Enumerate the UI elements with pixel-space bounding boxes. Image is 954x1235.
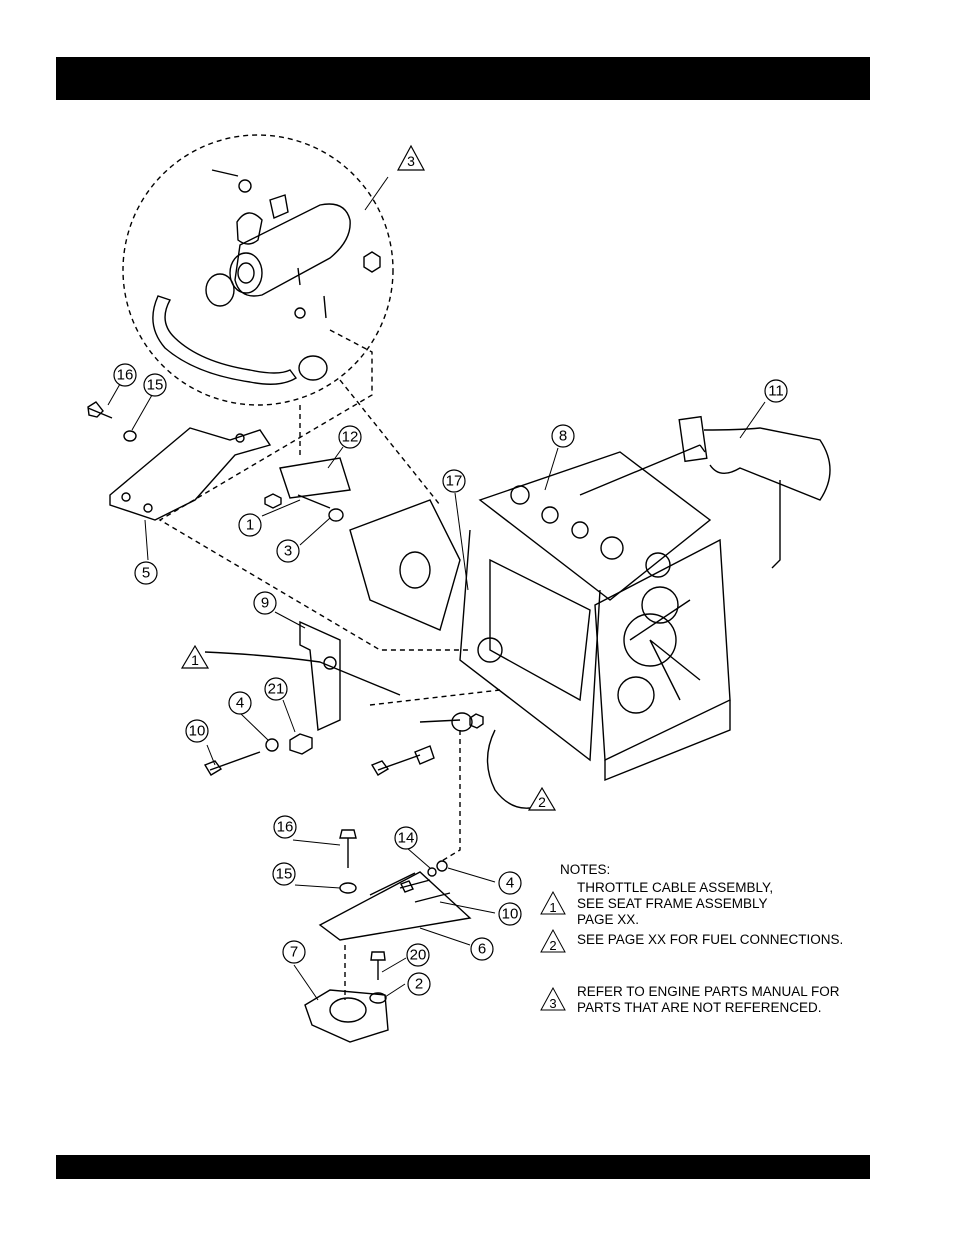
callout-9: 9	[254, 592, 276, 614]
callout-17: 17	[443, 470, 465, 492]
notes-title: NOTES:	[560, 862, 610, 878]
svg-text:1: 1	[246, 517, 254, 534]
svg-text:10: 10	[502, 906, 519, 923]
svg-text:3: 3	[284, 543, 292, 560]
callout-7: 7	[283, 941, 305, 963]
svg-text:20: 20	[410, 947, 427, 964]
callout-1: 1	[239, 514, 261, 536]
callout-15-lower: 15	[273, 863, 295, 885]
svg-text:6: 6	[478, 941, 486, 958]
svg-text:4: 4	[506, 875, 514, 892]
callout-14: 14	[395, 827, 417, 849]
svg-text:21: 21	[268, 681, 285, 698]
callout-2: 2	[408, 973, 430, 995]
callout-3: 3	[277, 540, 299, 562]
svg-text:17: 17	[446, 473, 463, 490]
callout-20: 20	[407, 944, 429, 966]
svg-text:3: 3	[549, 996, 556, 1011]
svg-text:12: 12	[342, 429, 359, 446]
note-3-triangle-icon: 3	[540, 986, 566, 1012]
svg-text:9: 9	[261, 595, 269, 612]
callout-15: 15	[144, 374, 166, 396]
note-1-triangle-icon: 1	[540, 890, 566, 916]
svg-text:4: 4	[236, 695, 244, 712]
callout-21: 21	[265, 678, 287, 700]
engine-drawing	[460, 445, 710, 760]
svg-text:11: 11	[768, 383, 784, 400]
callout-16: 16	[114, 364, 136, 386]
mounting-bracket-drawing	[110, 428, 270, 520]
svg-text:16: 16	[277, 819, 294, 836]
note-3-text: REFER TO ENGINE PARTS MANUAL FOR PARTS T…	[577, 984, 840, 1016]
svg-text:7: 7	[290, 944, 298, 961]
svg-text:2: 2	[549, 938, 556, 953]
note-2-text: SEE PAGE XX FOR FUEL CONNECTIONS.	[577, 932, 843, 948]
callout-11: 11	[765, 380, 787, 402]
svg-text:3: 3	[407, 153, 415, 169]
svg-text:16: 16	[117, 367, 134, 384]
detail-view-circle	[123, 135, 393, 405]
triangle-marker-1: 1	[182, 646, 208, 668]
callout-6: 6	[471, 938, 493, 960]
callout-8: 8	[552, 425, 574, 447]
svg-text:8: 8	[559, 428, 567, 445]
svg-text:15: 15	[276, 866, 293, 883]
callout-4-lower: 4	[499, 872, 521, 894]
svg-text:14: 14	[398, 830, 415, 847]
callout-10: 10	[186, 720, 208, 742]
callout-12: 12	[339, 426, 361, 448]
svg-text:2: 2	[538, 794, 546, 810]
triangle-marker-2: 2	[529, 788, 555, 810]
svg-text:2: 2	[415, 976, 423, 993]
svg-text:1: 1	[549, 900, 556, 915]
note-2-triangle-icon: 2	[540, 928, 566, 954]
callout-16-lower: 16	[274, 816, 296, 838]
svg-text:1: 1	[191, 652, 199, 668]
callout-4: 4	[229, 692, 251, 714]
svg-text:10: 10	[189, 723, 206, 740]
callout-5: 5	[135, 562, 157, 584]
callout-10-lower: 10	[499, 903, 521, 925]
svg-text:15: 15	[147, 377, 164, 394]
air-cleaner-drawing	[153, 170, 380, 384]
svg-text:5: 5	[142, 565, 150, 582]
muffler-drawing	[679, 417, 830, 568]
triangle-marker-3: 3	[398, 146, 424, 170]
note-1-text: THROTTLE CABLE ASSEMBLY, SEE SEAT FRAME …	[577, 880, 773, 928]
